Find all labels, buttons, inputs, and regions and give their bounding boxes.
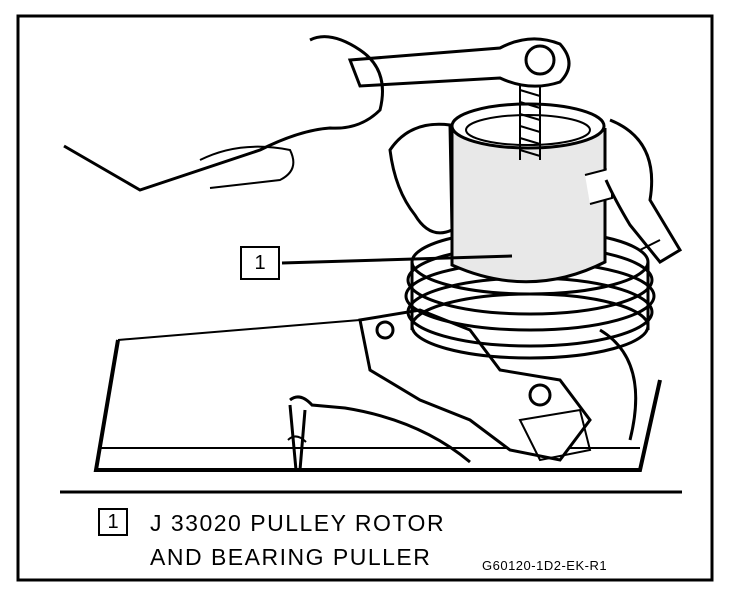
upper-hand — [63, 35, 384, 192]
caption-text: J 33020 PULLEY ROTOR AND BEARING PULLER — [150, 506, 445, 574]
caption-line-2: AND BEARING PULLER — [150, 544, 432, 570]
gripping-hand — [388, 122, 454, 235]
caption-number-box: 1 — [98, 508, 128, 536]
forcing-screw — [519, 80, 541, 160]
lead-wire — [289, 395, 471, 464]
base-plate — [93, 339, 662, 472]
callout-number-1: 1 — [240, 246, 280, 280]
callout-leader — [281, 254, 513, 265]
puller-sleeve — [450, 102, 613, 284]
figure-border — [16, 14, 714, 582]
compressor-flange — [358, 308, 592, 462]
caption-line-1: J 33020 PULLEY ROTOR — [150, 510, 446, 536]
figure-code: G60120-1D2-EK-R1 — [482, 558, 608, 573]
wrench — [347, 37, 571, 88]
